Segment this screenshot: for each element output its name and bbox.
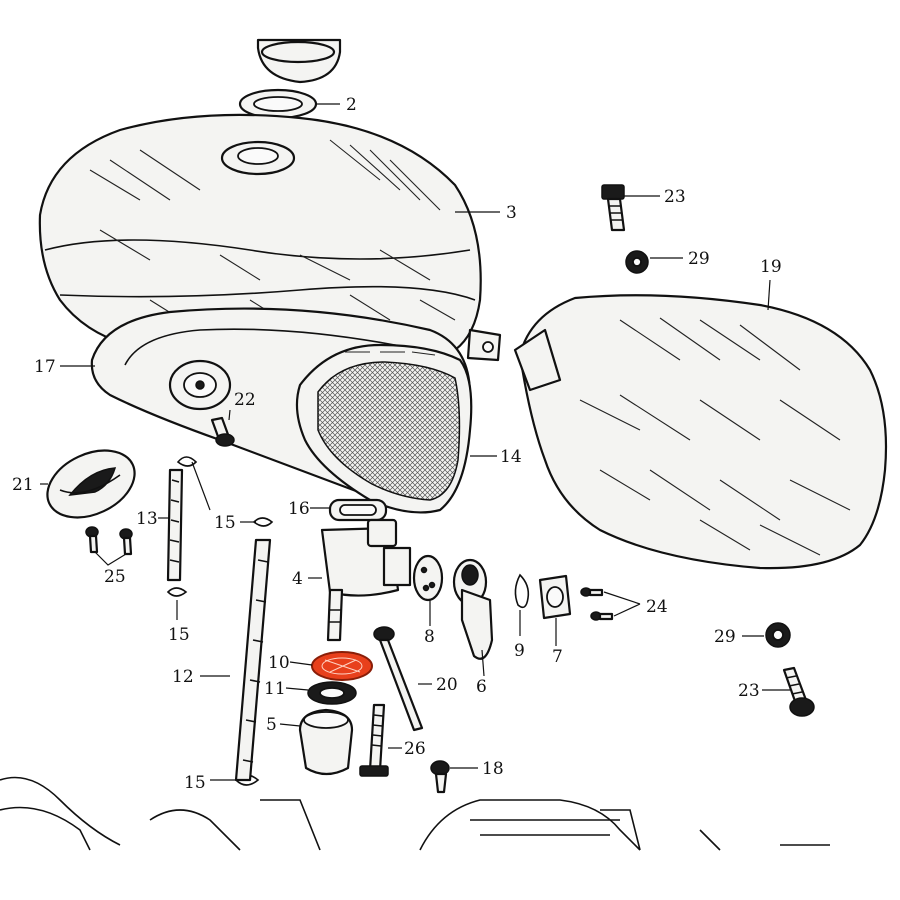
callout-14[interactable]: 14 <box>500 447 522 467</box>
tank-badge-grip[interactable] <box>295 343 473 514</box>
callout-8[interactable]: 8 <box>424 627 435 647</box>
fuel-petcock[interactable] <box>320 518 412 642</box>
screws-24[interactable] <box>580 587 614 621</box>
fuel-cap[interactable] <box>256 38 342 84</box>
callout-16[interactable]: 16 <box>288 499 310 519</box>
callout-29-top[interactable]: 29 <box>688 249 710 269</box>
callout-10[interactable]: 10 <box>268 653 290 673</box>
callout-6[interactable]: 6 <box>476 677 487 697</box>
callout-15-low[interactable]: 15 <box>168 625 190 645</box>
callout-25[interactable]: 25 <box>104 567 126 587</box>
petcock-rod[interactable] <box>373 626 424 732</box>
hose-clip-low[interactable] <box>166 587 188 597</box>
right-tank-panel[interactable] <box>513 294 888 570</box>
cap-gasket[interactable] <box>238 88 318 120</box>
valve-disc[interactable] <box>412 554 444 602</box>
nut-29-bottom[interactable] <box>765 622 791 648</box>
callout-5[interactable]: 5 <box>266 715 277 735</box>
spring-clip[interactable] <box>514 573 530 609</box>
callout-9[interactable]: 9 <box>514 641 525 661</box>
sediment-bowl[interactable] <box>298 708 354 776</box>
callout-2[interactable]: 2 <box>346 95 357 115</box>
cover-plate[interactable] <box>538 574 572 620</box>
callout-4[interactable]: 4 <box>292 569 303 589</box>
screw-22[interactable] <box>210 416 235 447</box>
callout-21[interactable]: 21 <box>12 475 34 495</box>
leader-lines <box>40 103 790 781</box>
callout-15-upper[interactable]: 15 <box>214 513 236 533</box>
drain-screw[interactable] <box>430 760 450 794</box>
callout-labels: 2 3 17 14 22 19 23 29 21 25 13 15 15 12 … <box>12 95 782 793</box>
callout-23-bottom[interactable]: 23 <box>738 681 760 701</box>
callout-3[interactable]: 3 <box>506 203 517 223</box>
long-fuel-hose[interactable] <box>234 538 272 782</box>
callout-29-bottom[interactable]: 29 <box>714 627 736 647</box>
callout-7[interactable]: 7 <box>552 647 563 667</box>
callout-15-bottom[interactable]: 15 <box>184 773 206 793</box>
callout-17[interactable]: 17 <box>34 357 56 377</box>
bolt-26[interactable] <box>359 703 389 777</box>
hose-clip-upper[interactable] <box>176 456 198 467</box>
short-fuel-hose[interactable] <box>166 468 184 582</box>
screws-25[interactable] <box>85 526 133 556</box>
nut-29-top[interactable] <box>625 250 649 274</box>
callout-12[interactable]: 12 <box>172 667 194 687</box>
bolt-23-top[interactable] <box>601 184 626 232</box>
petcock-lever[interactable] <box>452 558 494 660</box>
callout-20[interactable]: 20 <box>436 675 458 695</box>
callout-23-top[interactable]: 23 <box>664 187 686 207</box>
frame-outline <box>0 776 830 851</box>
strainer-screen-highlighted[interactable] <box>311 651 373 681</box>
callout-24[interactable]: 24 <box>646 597 668 617</box>
callout-11[interactable]: 11 <box>264 679 286 699</box>
bolt-23-bottom[interactable] <box>782 666 815 717</box>
tank-emblem[interactable] <box>37 437 146 530</box>
callout-18[interactable]: 18 <box>482 759 504 779</box>
callout-22[interactable]: 22 <box>234 390 256 410</box>
callout-13[interactable]: 13 <box>136 509 158 529</box>
callout-19[interactable]: 19 <box>760 257 782 277</box>
hose-clip-mid[interactable] <box>252 517 274 527</box>
callout-26[interactable]: 26 <box>404 739 426 759</box>
bowl-gasket[interactable] <box>307 681 357 705</box>
petcock-gasket[interactable] <box>328 498 388 522</box>
